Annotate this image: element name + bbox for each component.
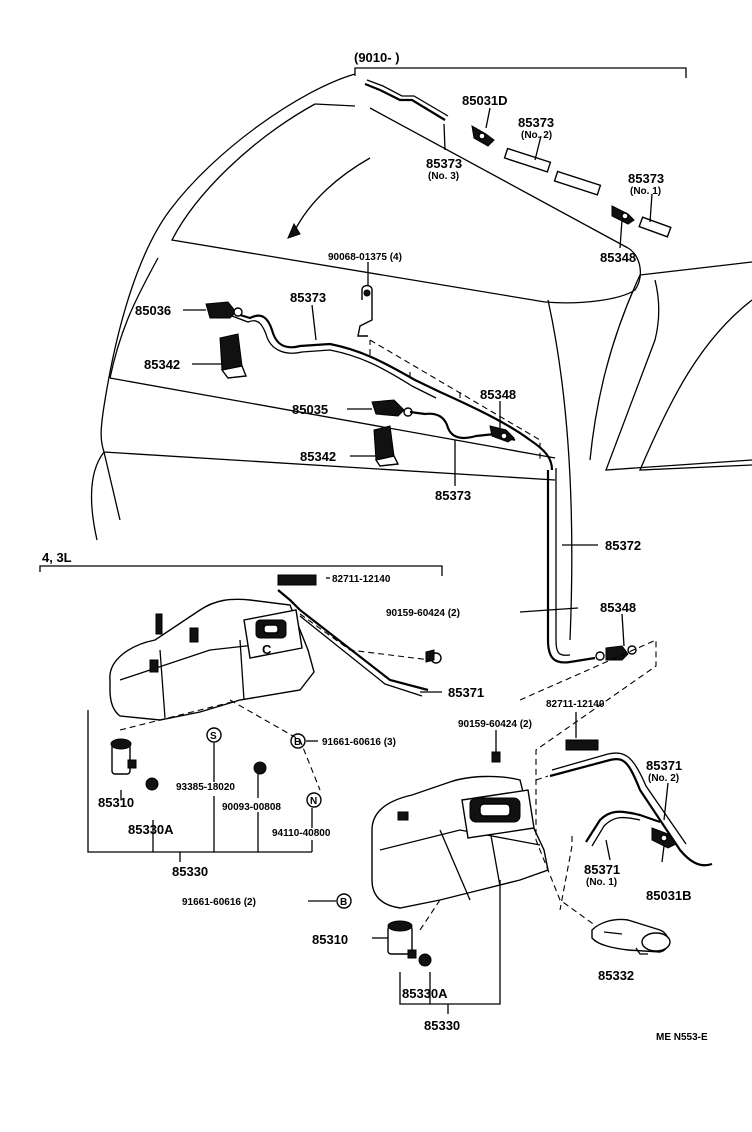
callout-94110: 94110-40800 — [272, 828, 331, 839]
joint-85348-top — [611, 205, 635, 225]
callout-85036: 85036 — [135, 303, 171, 318]
callout-85031d: 85031D — [462, 93, 508, 108]
callout-91661-3: 91661-60616 (3) — [322, 737, 396, 748]
bracket-c-symbol: C — [262, 642, 272, 657]
callout-85348-lower: 85348 — [600, 600, 636, 615]
hose-no3 — [364, 82, 446, 121]
callout-82711-right: 82711-12140 — [546, 699, 605, 710]
bracket-85342-upper — [219, 333, 247, 379]
callout-85348-mid: 85348 — [480, 387, 516, 402]
bracket-85342-lower — [373, 425, 400, 467]
grommet-85330a-left — [145, 777, 159, 791]
callout-85371-no2: 85371 — [646, 758, 682, 773]
callout-85373-no1: 85373 — [628, 171, 664, 186]
nozzle-85332 — [591, 918, 671, 953]
bolt-b-symbol-left: B — [294, 737, 301, 748]
callout-85330a-left: 85330A — [128, 822, 174, 837]
left-engine-label: 4, 3L — [42, 550, 72, 565]
callout-90159-upper: 90159-60424 (2) — [386, 608, 460, 619]
callout-85371-no1: 85371 — [584, 862, 620, 877]
callout-85330-right: 85330 — [424, 1018, 460, 1033]
callout-85310-right: 85310 — [312, 932, 348, 947]
hose-85372 — [519, 468, 637, 664]
cap-82711-right — [565, 739, 599, 751]
callout-85330a-right: 85330A — [402, 986, 448, 1001]
nozzle-85036 — [205, 301, 243, 319]
callout-85372: 85372 — [605, 538, 641, 553]
washer-tank-right: B — [308, 639, 713, 1014]
callout-85373-no1-sub: (No. 1) — [630, 186, 661, 197]
callout-85373-no2: 85373 — [518, 115, 554, 130]
callout-85342-upper: 85342 — [144, 357, 180, 372]
hose-mid — [553, 170, 602, 196]
nut-n-symbol: N — [310, 796, 317, 807]
nozzle-85035 — [371, 399, 413, 417]
callout-85373-no3: 85373 — [426, 156, 462, 171]
callout-labels: 85031D 85373 (No. 2) 85373 (No. 3) 85373… — [98, 93, 692, 1033]
callout-90093: 90093-00808 — [222, 802, 281, 813]
screw-s-symbol: S — [210, 731, 217, 742]
nut-90093 — [253, 761, 267, 775]
callout-85373-no2-sub: (No. 2) — [521, 130, 552, 141]
callout-90159-lower: 90159-60424 (2) — [458, 719, 532, 730]
joint-85031d — [471, 125, 495, 147]
hose-no1 — [638, 216, 672, 238]
callout-85373-no3-sub: (No. 3) — [428, 171, 459, 182]
pump-85310-right — [387, 920, 417, 959]
left-group-bracket: 4, 3L — [39, 550, 443, 576]
joint-85031b — [651, 827, 677, 849]
callout-85373-lower: 85373 — [435, 488, 471, 503]
footer-code: ME N553-E — [656, 1032, 708, 1043]
top-range-label: (9010- ) — [354, 50, 400, 65]
callout-93385: 93385-18020 — [176, 782, 235, 793]
callout-85035: 85035 — [292, 402, 328, 417]
callout-85342-lower: 85342 — [300, 449, 336, 464]
washer-tank-left: S B N C — [87, 574, 442, 862]
bolt-b-symbol-right: B — [340, 897, 347, 908]
callout-85031b: 85031B — [646, 888, 692, 903]
pump-85310-left — [110, 738, 137, 775]
vehicle-rear-body — [90, 73, 752, 641]
callout-85371-no2-sub: (No. 2) — [648, 773, 679, 784]
callout-85330-left: 85330 — [172, 864, 208, 879]
joint-85348-mid — [489, 425, 515, 443]
cap-82711-left — [277, 574, 317, 586]
callout-91661-2: 91661-60616 (2) — [182, 897, 256, 908]
top-group-bracket: (9010- ) — [354, 50, 687, 78]
callout-90068: 90068-01375 (4) — [328, 252, 402, 263]
callout-82711-left: 82711-12140 — [332, 574, 391, 585]
top-hose-assembly — [364, 79, 672, 249]
callout-85371-no1-sub: (No. 1) — [586, 877, 617, 888]
callout-85371: 85371 — [448, 685, 484, 700]
grommet-85330a-right — [418, 953, 432, 967]
callout-85310-left: 85310 — [98, 795, 134, 810]
clip-90068 — [357, 284, 373, 337]
hose-no2 — [503, 147, 552, 173]
callout-85373-mid: 85373 — [290, 290, 326, 305]
callout-85348-top: 85348 — [600, 250, 636, 265]
callout-85332: 85332 — [598, 968, 634, 983]
mid-hose-assembly — [183, 262, 554, 486]
